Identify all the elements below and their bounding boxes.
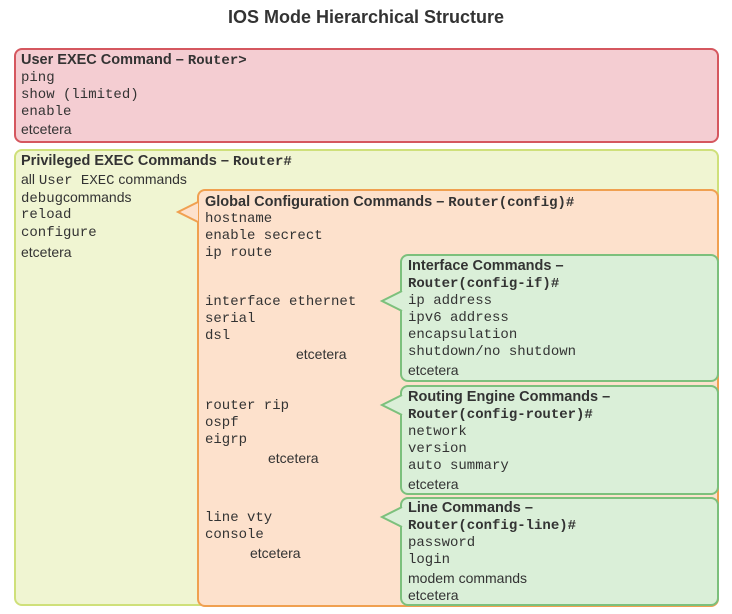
routing-engine-item: network [408,424,467,440]
line-commands-extra: modem commands [408,570,528,586]
privileged-all-mono: User EXEC [38,173,115,189]
interface-commands-heading: Interface Commands [408,258,552,274]
global-config-item: hostname [205,211,273,227]
routing-engine-etc: etcetera [408,476,459,492]
routing-engine-box [400,385,719,495]
line-group-item: console [205,527,264,543]
user-exec-item: enable [21,104,72,120]
line-commands-item: login [408,552,451,568]
privileged-heading-row: Privileged EXEC Commands – Router# [21,152,292,171]
privileged-debug-row: debugcommands [21,189,131,208]
user-exec-etc: etcetera [21,121,72,137]
diagram-title: IOS Mode Hierarchical Structure [227,7,505,27]
interface-commands-dash: – [551,258,564,274]
interface-commands-item: ip address [408,293,493,309]
line-group-etc: etcetera [250,545,301,561]
global-config-arrow [175,201,199,223]
interface-commands-prompt: Router(config-if)# [408,276,560,292]
line-commands-prompt: Router(config-line)# [408,518,577,534]
global-config-dash: – [432,194,449,210]
routing-engine-item: auto summary [408,458,509,474]
global-config-heading: Global Configuration Commands [205,194,433,210]
routing-engine-arrow [379,394,403,416]
privileged-debug-mono: debug [21,191,64,207]
global-config-prompt: Router(config)# [448,195,575,211]
privileged-debug-suffix: commands [63,189,132,205]
interface-group-item: dsl [205,328,231,344]
privileged-prompt: Router# [232,154,292,170]
user-exec-heading-row: User EXEC Command – Router> [21,51,247,70]
privileged-item: reload [21,207,72,223]
line-commands-arrow [379,506,403,528]
user-exec-dash: – [171,52,188,68]
router-group-etc: etcetera [268,450,319,466]
global-config-item: ip route [205,245,273,261]
interface-commands-arrow [379,290,403,312]
interface-group-item: interface ethernet [205,294,357,310]
interface-commands-heading-row: Interface Commands – [408,258,564,275]
routing-engine-item: version [408,441,467,457]
line-commands-item: password [408,535,476,551]
privileged-all-prefix: all [21,171,39,187]
interface-commands-etc: etcetera [408,362,459,378]
global-config-heading-row: Global Configuration Commands – Router(c… [205,193,574,212]
interface-group-etc: etcetera [296,346,347,362]
router-group-item: eigrp [205,432,248,448]
privileged-dash: – [216,153,233,169]
routing-engine-heading-row: Routing Engine Commands – [408,389,610,406]
router-group-item: router rip [205,398,290,414]
privileged-all-row: all User EXEC commands [21,171,187,190]
user-exec-item: show (limited) [21,87,139,103]
interface-group-item: serial [205,311,256,327]
line-group-item: line vty [205,510,273,526]
privileged-etc: etcetera [21,244,72,260]
router-group-item: ospf [205,415,239,431]
routing-engine-heading: Routing Engine Commands [408,389,599,405]
line-commands-box [400,497,719,606]
privileged-all-suffix: commands [114,171,187,187]
user-exec-heading: User EXEC Command [21,52,172,68]
interface-commands-box [400,254,719,382]
user-exec-prompt: Router> [187,53,247,69]
routing-engine-dash: – [598,389,611,405]
line-commands-etc: etcetera [408,587,459,603]
user-exec-item: ping [21,70,55,86]
user-exec-box [14,48,719,143]
routing-engine-prompt: Router(config-router)# [408,407,593,423]
line-commands-heading: Line Commands [408,500,521,516]
global-config-item: enable secrect [205,228,323,244]
interface-commands-item: encapsulation [408,327,518,343]
interface-commands-item: shutdown/no shutdown [408,344,577,360]
interface-commands-item: ipv6 address [408,310,509,326]
privileged-heading: Privileged EXEC Commands [21,153,217,169]
line-commands-dash: – [520,500,533,516]
line-commands-heading-row: Line Commands – [408,500,533,517]
privileged-item: configure [21,225,97,241]
